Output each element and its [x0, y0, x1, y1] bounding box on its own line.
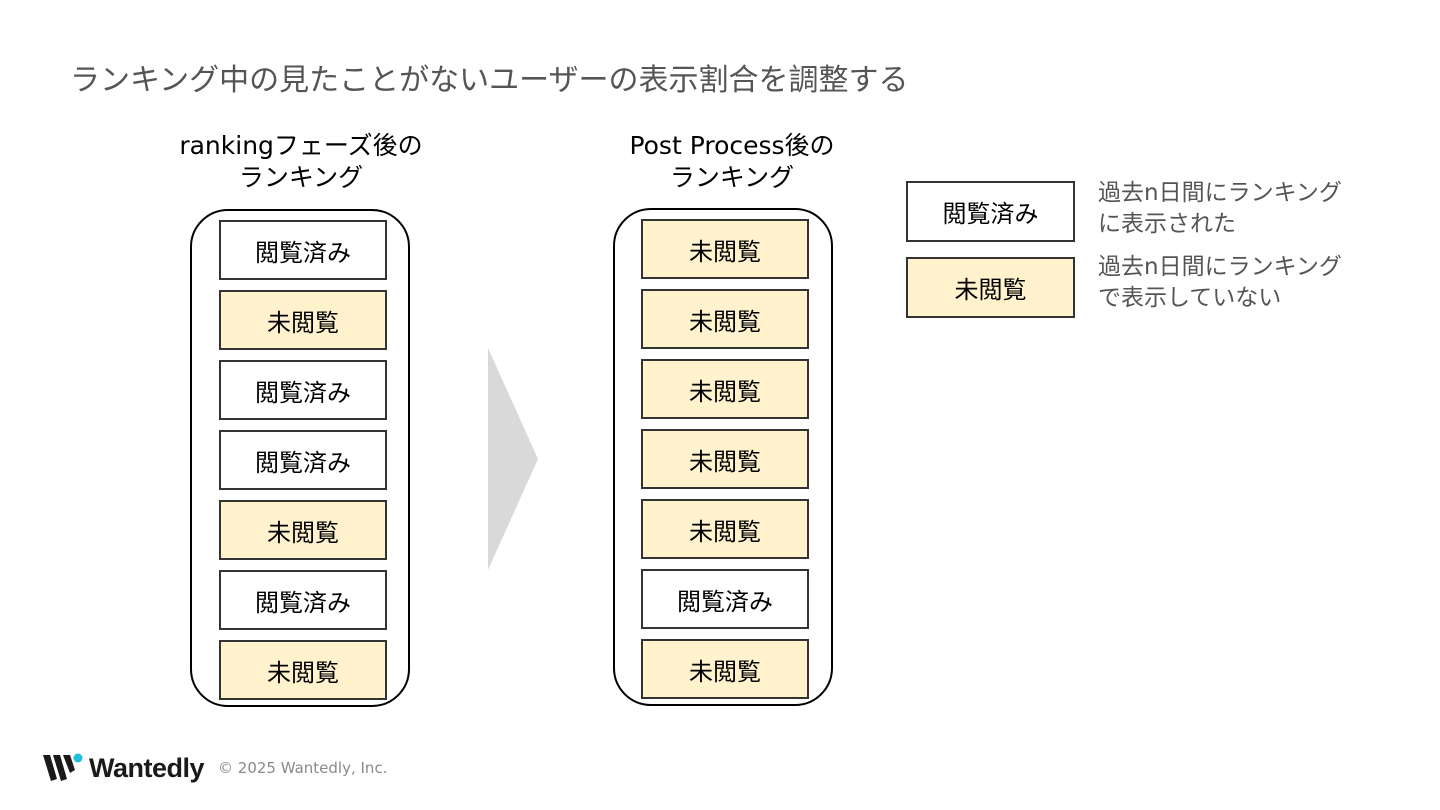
left-ranking-item-label: 閲覧済み — [255, 448, 351, 477]
left-column-heading: rankingフェーズ後の ランキング — [141, 130, 461, 194]
right-heading-line1: Post Process後の — [629, 131, 835, 160]
right-ranking-item-label: 未閲覧 — [689, 657, 761, 686]
right-column-heading: Post Process後の ランキング — [572, 130, 892, 194]
right-ranking-item-unseen: 未閲覧 — [641, 499, 809, 559]
transition-arrow-icon — [488, 348, 538, 570]
right-ranking-item-label: 未閲覧 — [689, 517, 761, 546]
right-heading-line2: ランキング — [669, 163, 795, 192]
legend-seen-desc-line2: に表示された — [1098, 211, 1236, 237]
right-ranking-item-label: 未閲覧 — [689, 447, 761, 476]
legend-seen-description: 過去n日間にランキング に表示された — [1098, 178, 1398, 240]
legend-unseen-desc-line2: で表示していない — [1098, 285, 1282, 311]
copyright-text: © 2025 Wantedly, Inc. — [218, 759, 388, 777]
left-ranking-item-unseen: 未閲覧 — [219, 640, 387, 700]
legend-seen-desc-line1: 過去n日間にランキング — [1098, 180, 1342, 206]
left-ranking-item-label: 閲覧済み — [255, 588, 351, 617]
wantedly-logo-text: Wantedly — [89, 752, 205, 783]
left-ranking-item-label: 未閲覧 — [267, 658, 339, 687]
legend-unseen-label: 未閲覧 — [954, 276, 1027, 304]
right-ranking-item-unseen: 未閲覧 — [641, 639, 809, 699]
right-ranking-item-unseen: 未閲覧 — [641, 289, 809, 349]
left-ranking-item-unseen: 未閲覧 — [219, 500, 387, 560]
right-ranking-container — [613, 208, 833, 706]
right-ranking-item-unseen: 未閲覧 — [641, 429, 809, 489]
right-ranking-item-label: 未閲覧 — [689, 307, 761, 336]
left-ranking-item-label: 閲覧済み — [255, 378, 351, 407]
legend-unseen-box: 未閲覧 — [906, 257, 1075, 318]
left-ranking-container — [190, 209, 410, 707]
legend-seen-label: 閲覧済み — [942, 200, 1039, 228]
footer: Wantedly © 2025 Wantedly, Inc. — [42, 752, 387, 784]
right-ranking-item-label: 未閲覧 — [689, 377, 761, 406]
left-ranking-item-seen: 閲覧済み — [219, 430, 387, 490]
legend-seen-box: 閲覧済み — [906, 181, 1075, 242]
left-ranking-item-label: 未閲覧 — [267, 518, 339, 547]
left-ranking-item-seen: 閲覧済み — [219, 360, 387, 420]
wantedly-logo-icon — [43, 753, 83, 781]
right-ranking-item-seen: 閲覧済み — [641, 569, 809, 629]
right-ranking-item-unseen: 未閲覧 — [641, 219, 809, 279]
legend-unseen-description: 過去n日間にランキング で表示していない — [1098, 252, 1398, 314]
right-ranking-item-label: 閲覧済み — [677, 587, 773, 616]
left-heading-line2: ランキング — [238, 163, 364, 192]
left-ranking-item-seen: 閲覧済み — [219, 220, 387, 280]
page-title: ランキング中の見たことがないユーザーの表示割合を調整する — [70, 63, 909, 98]
left-ranking-item-seen: 閲覧済み — [219, 570, 387, 630]
left-ranking-item-unseen: 未閲覧 — [219, 290, 387, 350]
left-ranking-item-label: 未閲覧 — [267, 308, 339, 337]
right-ranking-item-label: 未閲覧 — [689, 237, 761, 266]
legend-unseen-desc-line1: 過去n日間にランキング — [1098, 254, 1342, 280]
left-ranking-item-label: 閲覧済み — [255, 238, 351, 267]
right-ranking-item-unseen: 未閲覧 — [641, 359, 809, 419]
left-heading-line1: rankingフェーズ後の — [179, 131, 423, 160]
